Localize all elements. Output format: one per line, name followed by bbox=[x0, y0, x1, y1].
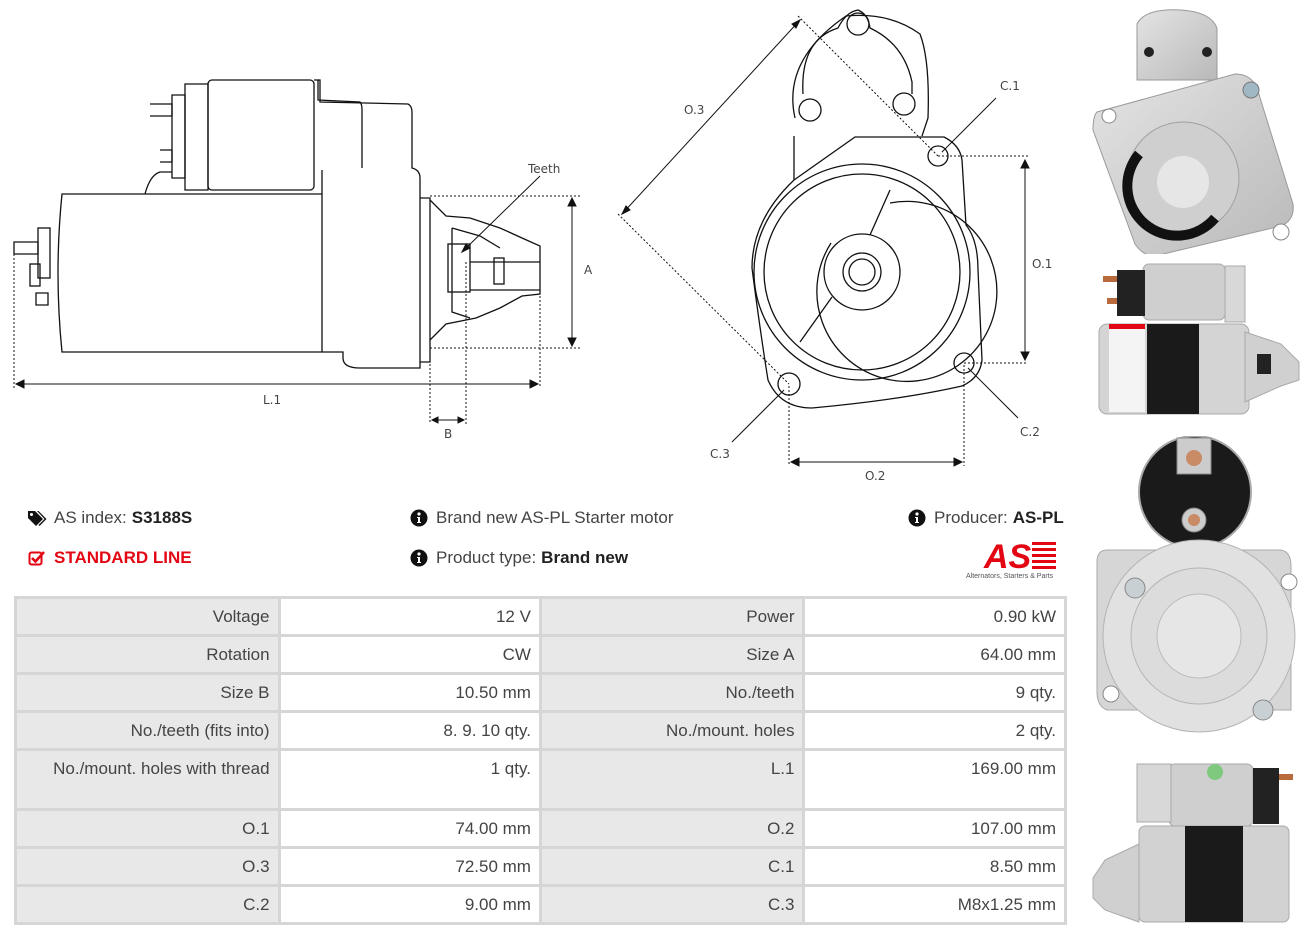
spec-value: 169.00 mm bbox=[802, 748, 1067, 811]
solenoid-cap bbox=[184, 83, 209, 191]
spec-value: 12 V bbox=[277, 596, 542, 637]
info-circle-icon bbox=[408, 509, 430, 527]
spec-value: 1 qty. bbox=[277, 748, 542, 811]
svg-text:AS: AS bbox=[983, 538, 1032, 572]
spec-label: Voltage bbox=[14, 596, 281, 637]
spec-label: O.1 bbox=[14, 808, 281, 849]
photo-rear-terminals[interactable] bbox=[1085, 436, 1306, 746]
table-row: O.3 72.50 mm C.1 8.50 mm bbox=[14, 846, 1067, 887]
motor-body bbox=[57, 193, 323, 353]
info-circle-icon bbox=[906, 509, 928, 527]
spec-value: 10.50 mm bbox=[277, 672, 542, 713]
table-row: Size B 10.50 mm No./teeth 9 qty. bbox=[14, 672, 1067, 713]
as-index-label: AS index: bbox=[54, 508, 127, 527]
spec-value: CW bbox=[277, 634, 542, 675]
spec-value: 74.00 mm bbox=[277, 808, 542, 849]
spec-label: C.3 bbox=[538, 884, 806, 925]
spec-value: 8. 9. 10 qty. bbox=[277, 710, 542, 751]
spec-label: No./mount. holes with thread bbox=[14, 748, 281, 811]
spec-value: 107.00 mm bbox=[802, 808, 1067, 849]
table-row: Rotation CW Size A 64.00 mm bbox=[14, 634, 1067, 675]
spec-label: No./mount. holes bbox=[538, 710, 806, 751]
standard-line-label: STANDARD LINE bbox=[54, 548, 192, 567]
check-square-icon bbox=[26, 549, 48, 567]
spec-value: 0.90 kW bbox=[802, 596, 1067, 637]
label-a: A bbox=[584, 263, 593, 277]
label-o1: O.1 bbox=[1032, 257, 1052, 271]
spec-label: Power bbox=[538, 596, 806, 637]
spec-label: No./teeth bbox=[538, 672, 806, 713]
spec-value: 64.00 mm bbox=[802, 634, 1067, 675]
description-text: Brand new AS-PL Starter motor bbox=[436, 508, 674, 527]
description-row: Brand new AS-PL Starter motor bbox=[408, 508, 673, 528]
table-row: Voltage 12 V Power 0.90 kW bbox=[14, 596, 1067, 637]
table-row: C.2 9.00 mm C.3 M8x1.25 mm bbox=[14, 884, 1067, 925]
specifications-table: Voltage 12 V Power 0.90 kW Rotation CW S… bbox=[14, 596, 1067, 925]
spec-value: 9.00 mm bbox=[277, 884, 542, 925]
spec-value: 2 qty. bbox=[802, 710, 1067, 751]
product-photos bbox=[1085, 0, 1306, 936]
standard-line-badge: STANDARD LINE bbox=[26, 548, 192, 568]
label-teeth: Teeth bbox=[527, 162, 560, 176]
spec-label: Size A bbox=[538, 634, 806, 675]
info-circle-icon bbox=[408, 549, 430, 567]
label-c1: C.1 bbox=[1000, 79, 1020, 93]
spec-label: No./teeth (fits into) bbox=[14, 710, 281, 751]
producer-value: AS-PL bbox=[1012, 508, 1064, 527]
label-c3: C.3 bbox=[710, 447, 730, 461]
product-type-row: Product type: Brand new bbox=[408, 548, 628, 568]
as-index-row: AS index: S3188S bbox=[26, 508, 192, 528]
label-o3: O.3 bbox=[684, 103, 704, 117]
spec-label: Rotation bbox=[14, 634, 281, 675]
spec-label: Size B bbox=[14, 672, 281, 713]
label-o2: O.2 bbox=[865, 469, 885, 483]
photo-front-flange[interactable] bbox=[1085, 4, 1306, 254]
spec-value: 8.50 mm bbox=[802, 846, 1067, 887]
table-row: O.1 74.00 mm O.2 107.00 mm bbox=[14, 808, 1067, 849]
spec-label: C.2 bbox=[14, 884, 281, 925]
as-pl-logo: AS Alternators, Starters & Parts bbox=[962, 538, 1072, 582]
pinion-gear bbox=[447, 243, 471, 293]
table-row: No./mount. holes with thread 1 qty. L.1 … bbox=[14, 748, 1067, 811]
side-view-drawing: Teeth A L.1 B bbox=[13, 79, 593, 441]
table-row: No./teeth (fits into) 8. 9. 10 qty. No./… bbox=[14, 710, 1067, 751]
product-type-label: Product type: bbox=[436, 548, 537, 567]
label-b: B bbox=[444, 427, 452, 441]
producer-row: Producer: AS-PL bbox=[906, 508, 1064, 528]
producer-label: Producer: bbox=[934, 508, 1008, 527]
label-l1: L.1 bbox=[263, 393, 281, 407]
spec-value: 72.50 mm bbox=[277, 846, 542, 887]
photo-side-label[interactable] bbox=[1085, 258, 1306, 418]
spec-value: 9 qty. bbox=[802, 672, 1067, 713]
as-pl-logo-mark: AS bbox=[983, 538, 1056, 576]
spec-label: C.1 bbox=[538, 846, 806, 887]
label-c2: C.2 bbox=[1020, 425, 1040, 439]
as-index-value: S3188S bbox=[131, 508, 193, 527]
tags-icon bbox=[26, 509, 48, 527]
front-view-drawing: O.3 C.1 O.1 C.2 C.3 O.2 bbox=[617, 9, 1052, 483]
logo-tagline: Alternators, Starters & Parts bbox=[966, 573, 1054, 580]
spec-label: O.2 bbox=[538, 808, 806, 849]
product-type-value: Brand new bbox=[541, 548, 629, 567]
spec-label: L.1 bbox=[538, 748, 806, 811]
spec-label: O.3 bbox=[14, 846, 281, 887]
solenoid-body bbox=[207, 79, 315, 191]
photo-side-opposite[interactable] bbox=[1085, 760, 1306, 930]
spec-value: M8x1.25 mm bbox=[802, 884, 1067, 925]
